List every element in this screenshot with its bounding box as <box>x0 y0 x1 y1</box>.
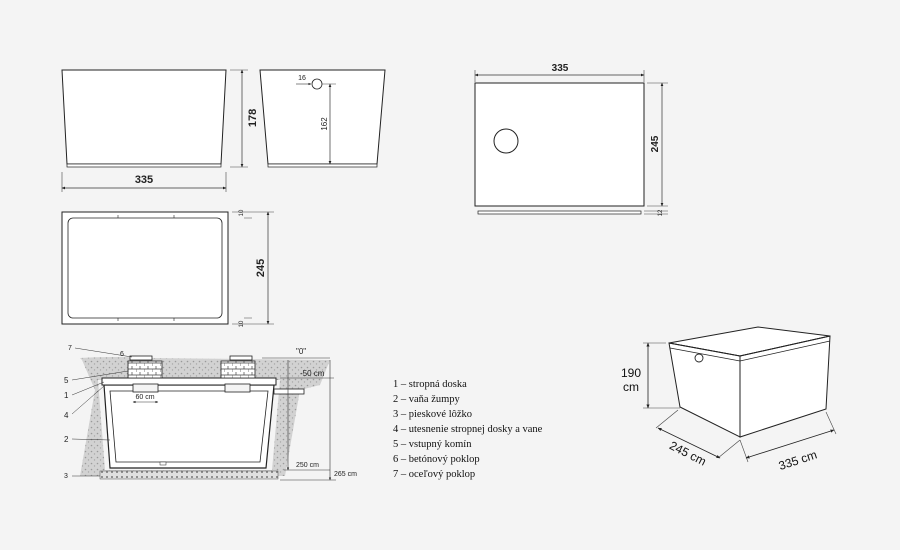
iso-left-face <box>668 342 741 438</box>
ground-level-label: "0" <box>296 347 306 356</box>
legend-item-7: 7 – oceľový poklop <box>393 469 475 480</box>
steel-cover-right <box>229 355 253 361</box>
tank-section-inner <box>109 390 269 463</box>
lid-side-section <box>477 210 642 215</box>
iso-inlet-hole <box>694 353 704 363</box>
lid-height-label: 245 <box>650 135 661 152</box>
lid-thickness-label: 12 <box>658 209 664 216</box>
manhole-opening <box>493 128 519 154</box>
sand-bed <box>99 470 279 480</box>
tank-plan-inner <box>67 217 223 319</box>
hole-dimension-label: 16 <box>298 75 306 82</box>
callout-3: 3 <box>64 473 68 480</box>
iso-depth-dimension-line <box>657 427 721 459</box>
callout-6: 6 <box>120 351 124 358</box>
iso-length-dimension-line <box>745 429 835 459</box>
callout-1: 1 <box>64 391 69 400</box>
isometric-view: 190 cm 245 cm 335 cm <box>621 326 837 473</box>
callout-7: 7 <box>68 345 72 352</box>
plan-height-label: 245 <box>255 259 267 277</box>
front-view: 335 178 <box>61 69 259 192</box>
iso-height-unit: cm <box>623 380 639 394</box>
tank-front-base <box>66 163 222 168</box>
ceiling-slab-section <box>101 377 277 386</box>
width-dimension-label: 335 <box>135 174 153 186</box>
lid-width-label: 335 <box>552 63 569 74</box>
callout-4: 4 <box>64 411 69 420</box>
legend-item-6: 6 – betónový poklop <box>393 454 480 465</box>
depth-250-label: 250 cm <box>296 462 319 469</box>
inlet-height-label: 162 <box>320 117 329 131</box>
iso-length-label: 335 cm <box>777 447 819 472</box>
legend-item-5: 5 – vstupný komín <box>393 439 472 450</box>
depth-265-label: 265 cm <box>334 471 357 478</box>
iso-height-value: 190 <box>621 366 641 380</box>
legend-item-1: 1 – stropná doska <box>393 379 467 390</box>
outlet-pipe <box>273 388 305 395</box>
depth-50-label: -50 cm <box>300 369 325 378</box>
plan-bottom-offset-label: 10 <box>239 320 245 327</box>
height-dimension-label: 178 <box>247 109 259 127</box>
legend-item-2: 2 – vaňa žumpy <box>393 394 461 405</box>
entry-chimney-left <box>127 360 163 379</box>
callout-2: 2 <box>64 435 69 444</box>
tank-front-outline <box>61 69 227 165</box>
entry-chimney-right <box>220 360 256 379</box>
callout-5: 5 <box>64 376 69 385</box>
legend: 1 – stropná doska 2 – vaňa žumpy 3 – pie… <box>393 379 543 480</box>
legend-item-3: 3 – pieskové lôžko <box>393 409 472 420</box>
side-view: 16 162 <box>259 69 386 168</box>
inlet-hole <box>311 78 323 90</box>
plan-view: 245 10 10 <box>61 209 274 327</box>
section-view: 7 6 5 1 4 2 3 "0" -50 cm 60 cm 250 cm 26… <box>64 345 357 481</box>
plan-top-offset-label: 10 <box>239 209 245 216</box>
steel-cover-left <box>129 355 153 361</box>
neck-width-label: 60 cm <box>135 394 154 401</box>
lid-view: 335 245 12 <box>474 63 668 216</box>
legend-item-4: 4 – utesnenie stropnej dosky a vane <box>393 424 543 435</box>
